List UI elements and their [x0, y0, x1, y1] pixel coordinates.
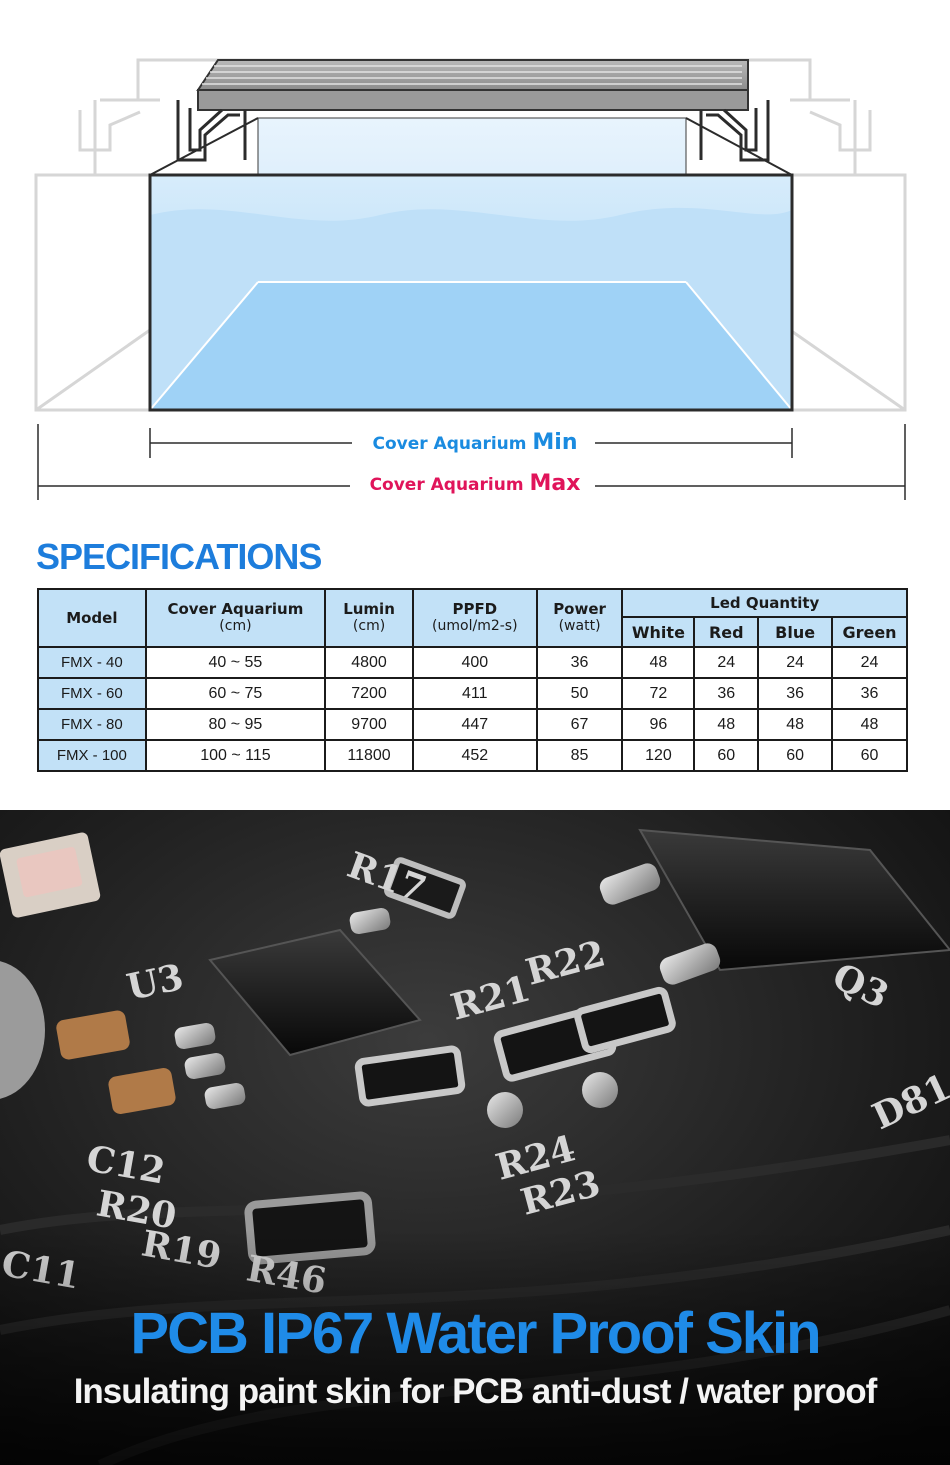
light-bar [196, 59, 749, 111]
max-dimension-line [37, 424, 906, 500]
cell-red: 36 [693, 677, 760, 710]
cell-blue: 36 [757, 677, 834, 710]
min-cover-label: Cover Aquarium Min [0, 430, 950, 455]
specifications-table: Model Cover Aquarium(cm) Lumin(cm) PPFD(… [37, 588, 908, 772]
ceramic-capacitor [56, 1010, 130, 1060]
header-green: Green [831, 616, 908, 648]
cell-lumin: 4800 [324, 646, 414, 679]
aquarium-diagram [34, 58, 907, 500]
cell-green: 48 [831, 708, 908, 741]
cell-ppfd: 452 [411, 739, 538, 772]
cell-lumin: 7200 [324, 677, 414, 710]
cell-power: 36 [535, 646, 624, 679]
cell-ppfd: 447 [411, 708, 538, 741]
pcb-photo: U3 R22 R21 Q3 R17 C12 R24 R23 R20 R19 R4… [0, 810, 950, 1465]
cell-lumin: 11800 [324, 739, 414, 772]
cell-model: FMX - 60 [37, 677, 147, 710]
header-cover: Cover Aquarium(cm) [144, 588, 327, 648]
cell-cover: 100 ~ 115 [144, 739, 327, 772]
cell-model: FMX - 40 [37, 646, 147, 679]
cell-cover: 40 ~ 55 [144, 646, 327, 679]
cell-power: 50 [535, 677, 624, 710]
min-dimension-line [149, 428, 793, 458]
cell-blue: 48 [757, 708, 834, 741]
max-label-prefix: Cover Aquarium [369, 475, 530, 495]
table-row: FMX - 100 100 ~ 115 11800 452 85 120 60 … [37, 739, 908, 772]
cell-cover: 60 ~ 75 [144, 677, 327, 710]
cell-white: 48 [621, 646, 696, 679]
header-led-quantity: Led Quantity [621, 588, 908, 618]
cell-power: 85 [535, 739, 624, 772]
cell-green: 60 [831, 739, 908, 772]
capacitor-disc [0, 961, 45, 1099]
table-header-row: Model Cover Aquarium(cm) Lumin(cm) PPFD(… [37, 588, 908, 648]
cell-white: 72 [621, 677, 696, 710]
cell-red: 60 [693, 739, 760, 772]
table-row: FMX - 40 40 ~ 55 4800 400 36 48 24 24 24 [37, 646, 908, 679]
ic-chip-u3 [174, 907, 422, 1110]
cell-red: 24 [693, 646, 760, 679]
cell-model: FMX - 80 [37, 708, 147, 741]
right-bracket [699, 100, 770, 162]
table-subheader-row: White Red Blue Green [38, 616, 908, 648]
specifications-title: SPECIFICATIONS [36, 536, 322, 577]
led-component [0, 832, 101, 918]
cell-blue: 24 [757, 646, 834, 679]
cell-model: FMX - 100 [37, 739, 147, 772]
cell-green: 36 [831, 677, 908, 710]
cell-white: 96 [621, 708, 696, 741]
header-white: White [621, 616, 696, 648]
header-model: Model [37, 588, 147, 648]
min-label-word: Min [532, 430, 578, 455]
min-label-prefix: Cover Aquarium [372, 434, 533, 454]
table-row: FMX - 60 60 ~ 75 7200 411 50 72 36 36 36 [37, 677, 908, 710]
max-cover-label: Cover Aquarium Max [0, 471, 950, 496]
cell-lumin: 9700 [324, 708, 414, 741]
header-ppfd: PPFD(umol/m2-s) [411, 588, 538, 648]
cell-blue: 60 [757, 739, 834, 772]
cell-ppfd: 411 [411, 677, 538, 710]
ceramic-capacitor [108, 1067, 176, 1115]
left-bracket [176, 100, 247, 162]
cell-red: 48 [693, 708, 760, 741]
min-tank [148, 117, 794, 412]
cell-cover: 80 ~ 95 [144, 708, 327, 741]
transistor-q3 [599, 828, 950, 985]
pcb-subheadline: Insulating paint skin for PCB anti-dust … [73, 1372, 878, 1411]
max-label-word: Max [529, 471, 581, 496]
cell-white: 120 [621, 739, 696, 772]
header-blue: Blue [757, 616, 834, 648]
cell-green: 24 [831, 646, 908, 679]
cell-power: 67 [535, 708, 624, 741]
header-lumin: Lumin(cm) [324, 588, 414, 648]
header-power: Power(watt) [535, 588, 624, 648]
pcb-headline: PCB IP67 Water Proof Skin [130, 1301, 821, 1366]
header-red: Red [693, 616, 760, 648]
table-row: FMX - 80 80 ~ 95 9700 447 67 96 48 48 48 [37, 708, 908, 741]
cell-ppfd: 400 [411, 646, 538, 679]
